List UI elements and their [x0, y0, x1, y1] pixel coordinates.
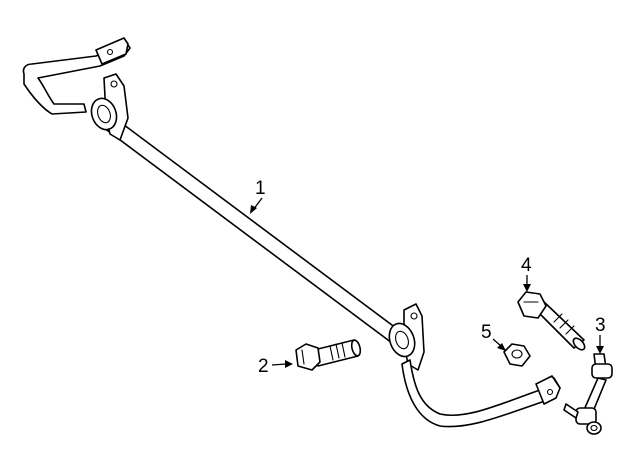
callout-1: 1: [250, 178, 266, 214]
right-bracket-hole: [410, 312, 418, 320]
stabilizer-link: [563, 353, 613, 435]
bar-main-shaft: [95, 109, 405, 347]
link-lower-eye-hole: [590, 424, 598, 432]
callout-label-4: 4: [521, 255, 532, 276]
callout-5: 5: [481, 322, 506, 351]
nut-bore: [511, 349, 523, 359]
left-bushing-bore: [97, 104, 111, 124]
callout-2-arrowhead: [285, 360, 293, 368]
callout-1-arrowhead: [250, 205, 257, 214]
callout-4-arrowhead: [523, 284, 531, 292]
callout-label-1: 1: [255, 178, 266, 199]
bolt-head-edge: [301, 349, 305, 365]
link-bolt: [517, 291, 586, 351]
link-lower-eye: [586, 421, 602, 435]
callout-label-3: 3: [595, 315, 606, 336]
callout-3: 3: [595, 315, 606, 354]
link-upper-ball-joint: [591, 363, 613, 379]
right-bushing-bore: [395, 330, 409, 350]
bolt: [295, 339, 362, 371]
nut-body: [503, 343, 531, 367]
callout-3-arrowhead: [596, 346, 604, 354]
right-bushing: [388, 322, 416, 358]
bolt-head: [295, 343, 321, 371]
bolt-threads: [329, 342, 346, 361]
link-bolt-tip: [572, 337, 586, 351]
callout-2: 2: [258, 356, 293, 377]
callout-5-leader: [492, 338, 502, 347]
link-bolt-threads: [553, 313, 575, 335]
left-tab-hole: [106, 48, 114, 56]
callout-label-5: 5: [481, 322, 492, 343]
right-tab-hole: [546, 388, 554, 396]
link-bolt-head: [517, 291, 547, 319]
stabilizer-bar: [22, 37, 561, 428]
left-bracket-hole: [110, 80, 118, 88]
callout-label-2: 2: [258, 356, 269, 377]
link-lower-stud: [563, 403, 579, 419]
nut: [503, 343, 531, 367]
callout-5-arrowhead: [497, 343, 506, 351]
bolt-tip: [350, 339, 362, 357]
left-bushing: [90, 97, 118, 131]
callout-4: 4: [521, 255, 532, 292]
callout-2-leader: [271, 363, 287, 366]
bar-right-end-arm: [401, 359, 561, 428]
